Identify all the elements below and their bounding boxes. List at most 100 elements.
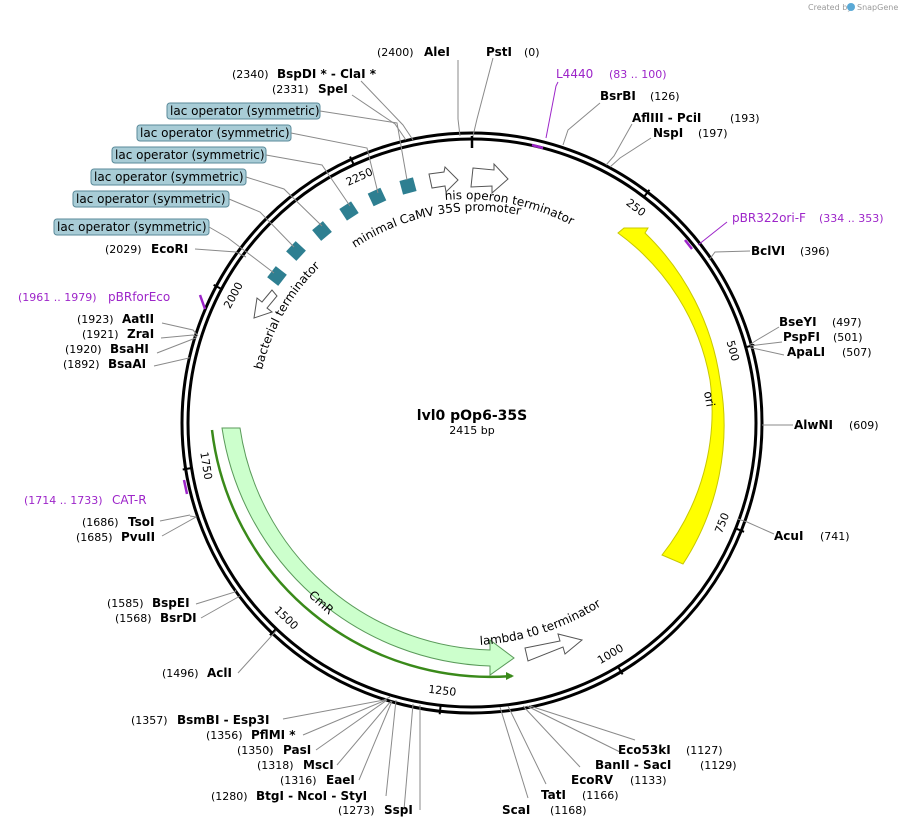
site-name[interactable]: ApaLI: [787, 345, 825, 359]
site-name[interactable]: BsrDI: [160, 611, 197, 625]
site-name[interactable]: SspI: [384, 803, 413, 817]
cmr-gene-arrow: [506, 672, 514, 680]
site-leader: [156, 337, 197, 354]
site-name[interactable]: AflIII - PciI: [632, 111, 701, 125]
site-pos: (1133): [630, 774, 667, 787]
credit-prefix: Created by: [808, 3, 852, 12]
site-name[interactable]: AatII: [122, 312, 154, 326]
lac-operator-box[interactable]: [267, 266, 287, 286]
lac-operator-box[interactable]: [399, 177, 417, 195]
site-pos: (1129): [700, 759, 737, 772]
site-pos: (1166): [582, 789, 619, 802]
primer-range: (1714 .. 1733): [24, 494, 103, 507]
lac-operator-box[interactable]: [367, 187, 387, 207]
lac-operator-labels: lac operator (symmetric) lac operator (s…: [53, 102, 408, 274]
site-leader: [282, 696, 391, 720]
site-name[interactable]: EaeI: [326, 773, 355, 787]
site-name[interactable]: TatI: [541, 788, 566, 802]
lac-operator-box[interactable]: [312, 221, 332, 241]
site-leader: [153, 357, 190, 367]
site-leader: [358, 700, 393, 781]
site-name[interactable]: BtgI - NcoI - StyI: [256, 789, 367, 803]
site-pos: (2029): [105, 243, 142, 256]
site-leader: [609, 137, 652, 168]
primer-range: (1961 .. 1979): [18, 291, 97, 304]
tick-label: 1750: [197, 451, 214, 481]
site-pos: (1892): [63, 358, 100, 371]
site-name[interactable]: BseYI: [779, 315, 817, 329]
site-pos: (1350): [237, 744, 274, 757]
site-name[interactable]: PasI: [283, 743, 311, 757]
site-name[interactable]: ZraI: [127, 327, 154, 341]
site-name[interactable]: AcuI: [774, 529, 803, 543]
site-name[interactable]: PspFI: [783, 330, 820, 344]
site-name[interactable]: BanII - SacI: [595, 758, 671, 772]
site-name[interactable]: EcoRV: [571, 773, 614, 787]
site-pos: (2331): [272, 83, 309, 96]
primer-labels: L4440 (83 .. 100) pBR322ori-F (334 .. 35…: [18, 67, 884, 507]
site-leader: [403, 703, 414, 811]
bacterial-terminator-arrow[interactable]: [253, 289, 278, 319]
cmr-gene-line: [210, 429, 513, 679]
ori-feature[interactable]: [617, 227, 725, 565]
site-leader: [360, 80, 414, 141]
site-name[interactable]: BspDI * - ClaI *: [277, 67, 377, 81]
site-pos: (1356): [206, 729, 243, 742]
site-name[interactable]: EcoRI: [151, 242, 188, 256]
tick-label: 250: [624, 196, 649, 219]
site-pos: (0): [524, 46, 540, 59]
camv-promoter-arrow[interactable]: [428, 165, 459, 194]
site-leader: [749, 341, 783, 347]
site-pos: (1280): [211, 790, 248, 803]
site-name[interactable]: SpeI: [318, 82, 348, 96]
site-name[interactable]: BspEI: [152, 596, 190, 610]
tick-mark: [642, 189, 651, 199]
his-terminator-arrow[interactable]: [470, 162, 509, 195]
site-name[interactable]: PvuII: [121, 530, 155, 544]
site-name[interactable]: Eco53kI: [618, 743, 671, 757]
site-name[interactable]: AclI: [207, 666, 232, 680]
site-pos: (197): [698, 127, 728, 140]
lambda-terminator-arrow[interactable]: [524, 633, 584, 662]
site-leader: [529, 705, 636, 741]
snapgene-credit: Created by SnapGene: [808, 3, 898, 12]
site-name[interactable]: BclVI: [751, 244, 785, 258]
site-name[interactable]: BsmBI - Esp3I: [177, 713, 269, 727]
site-labels: (2400) AleI PstI (0) (2340) BspDI * - Cl…: [63, 45, 879, 817]
site-name[interactable]: MscI: [303, 758, 334, 772]
site-leader: [160, 334, 198, 339]
lac-operator-label: lac operator (symmetric): [115, 148, 265, 162]
primer-mark-pbr322ori: [684, 239, 693, 250]
site-leader: [737, 518, 775, 535]
site-name[interactable]: ScaI: [502, 803, 530, 817]
tick-mark: [349, 156, 356, 167]
site-name[interactable]: AlwNI: [794, 418, 833, 432]
lac-operator-label: lac operator (symmetric): [140, 126, 290, 140]
lac-operator-box[interactable]: [339, 201, 359, 221]
site-leader: [708, 250, 751, 261]
lac-operator-box[interactable]: [286, 241, 306, 261]
site-name[interactable]: TsoI: [128, 515, 154, 529]
primer-name: CAT-R: [112, 493, 147, 507]
site-leader: [302, 699, 387, 736]
site-leader: [499, 706, 529, 799]
site-name[interactable]: PstI: [486, 45, 512, 59]
site-name[interactable]: BsrBI: [600, 89, 636, 103]
site-leader: [159, 514, 191, 522]
site-name[interactable]: AleI: [424, 45, 450, 59]
site-name[interactable]: NspI: [653, 126, 683, 140]
site-pos: (1585): [107, 597, 144, 610]
site-name[interactable]: BsaHI: [110, 342, 149, 356]
primer-name: pBR322ori-F: [732, 211, 806, 225]
lac-operator-label: lac operator (symmetric): [57, 220, 207, 234]
site-name[interactable]: BsaAI: [108, 357, 146, 371]
tick-mark: [269, 627, 278, 636]
site-leader: [750, 347, 785, 356]
tick-mark: [616, 665, 624, 675]
site-leader: [200, 595, 241, 619]
tick-mark: [213, 283, 223, 291]
site-pos: (501): [833, 331, 863, 344]
cmr-feature[interactable]: [221, 427, 515, 676]
site-name[interactable]: PflMI *: [251, 728, 296, 742]
tick-label: 750: [712, 511, 732, 535]
